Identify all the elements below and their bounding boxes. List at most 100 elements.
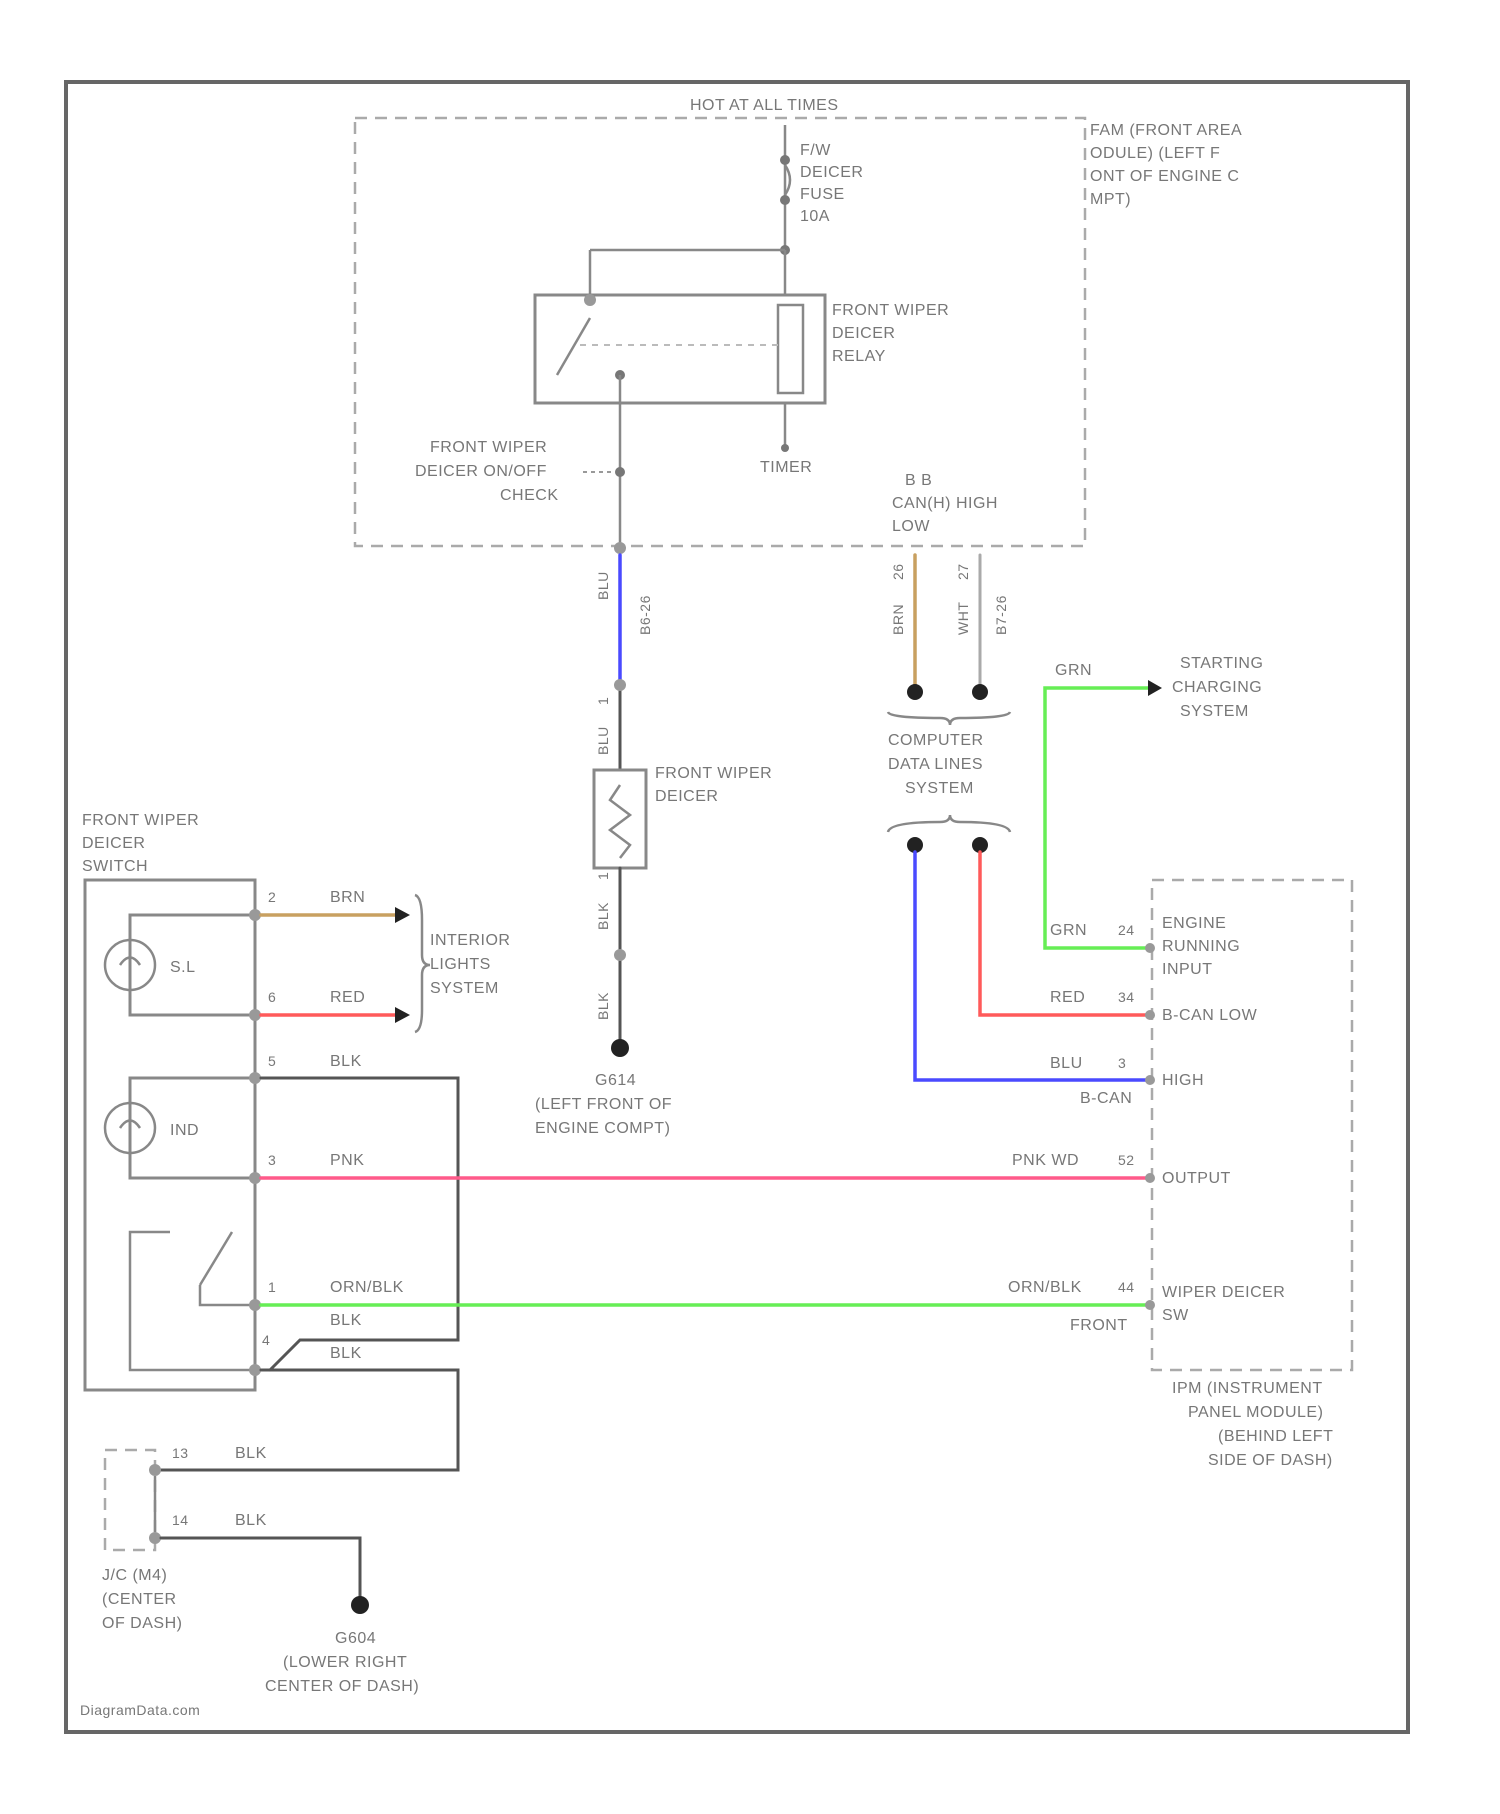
ipm-pin-3 xyxy=(1145,1075,1155,1085)
label-blk-a: BLK xyxy=(330,1053,362,1070)
arrow-brn xyxy=(395,907,410,923)
label-pin-r3: 3 xyxy=(1118,1055,1126,1071)
label-interior-1: INTERIOR xyxy=(430,932,510,949)
label-g-3: CENTER OF DASH) xyxy=(265,1678,419,1695)
label-fam-4: MPT) xyxy=(1090,191,1131,208)
cdl-top-node-2 xyxy=(972,684,988,700)
label-engine-1: ENGINE xyxy=(1162,915,1226,932)
label-onoff-3: CHECK xyxy=(500,487,559,504)
label-bcan: B-CAN xyxy=(1080,1090,1132,1107)
label-fam-1: FAM (FRONT AREA xyxy=(1090,122,1242,139)
label-ground-2: (LEFT FRONT OF xyxy=(535,1096,672,1113)
label-front: FRONT xyxy=(1070,1317,1128,1334)
relay-switch-arm xyxy=(557,318,590,375)
switch-arm xyxy=(200,1232,232,1285)
label-ground-3: ENGINE COMPT) xyxy=(535,1120,670,1137)
label-fuse-4: 10A xyxy=(800,208,830,225)
label-jc-pin14: 14 xyxy=(172,1512,189,1528)
label-wire-blu-top: BLU xyxy=(595,571,611,600)
label-can-1: CAN(H) HIGH xyxy=(892,495,998,512)
cdl-top-brace xyxy=(888,712,1010,725)
label-high: HIGH xyxy=(1162,1072,1204,1089)
deicer-element-box xyxy=(594,770,646,868)
jc-pin-14 xyxy=(149,1532,161,1544)
label-pin1: 1 xyxy=(268,1279,276,1295)
label-relay-1: FRONT WIPER xyxy=(832,302,949,319)
label-ipm-4: SIDE OF DASH) xyxy=(1208,1452,1333,1469)
label-red-l: RED xyxy=(330,989,365,1006)
label-blk-mid: BLK xyxy=(595,902,611,930)
label-grn-top: GRN xyxy=(1055,662,1092,679)
label-sl: S.L xyxy=(170,959,196,976)
deicer-connector xyxy=(614,949,626,961)
label-watermark: DiagramData.com xyxy=(80,1702,200,1718)
label-wire-wht-conn: B7-26 xyxy=(993,595,1009,635)
label-pin4: 4 xyxy=(262,1332,270,1348)
label-switch-1: FRONT WIPER xyxy=(82,812,199,829)
timer-node xyxy=(781,444,789,452)
label-can-pins: B B xyxy=(905,472,932,489)
fam-module-outline xyxy=(355,118,1085,546)
label-blk-low: BLK xyxy=(595,992,611,1020)
label-brn: BRN xyxy=(330,889,365,906)
switch-arm-base xyxy=(200,1285,255,1305)
label-blu-r: BLU xyxy=(1050,1055,1083,1072)
onoff-check-node xyxy=(615,467,625,477)
label-cdl-2: DATA LINES xyxy=(888,756,983,773)
label-switch-3: SWITCH xyxy=(82,858,148,875)
label-bcan-low: B-CAN LOW xyxy=(1162,1007,1258,1024)
label-deicer-1: FRONT WIPER xyxy=(655,765,772,782)
label-grn-r: GRN xyxy=(1050,922,1087,939)
diagram-frame xyxy=(66,82,1408,1732)
ground-g604 xyxy=(351,1596,369,1614)
label-starting-1: STARTING xyxy=(1180,655,1263,672)
label-fuse-1: F/W xyxy=(800,142,831,159)
label-ground-1: G614 xyxy=(595,1072,636,1089)
label-relay-2: DEICER xyxy=(832,325,895,342)
label-orn-r: ORN/BLK xyxy=(1008,1279,1082,1296)
ground-g614 xyxy=(611,1039,629,1057)
ipm-pin-24 xyxy=(1145,943,1155,953)
label-pin44: 44 xyxy=(1118,1279,1135,1295)
label-fuse-3: FUSE xyxy=(800,186,845,203)
label-g-1: G604 xyxy=(335,1630,376,1647)
relay-box xyxy=(535,295,825,403)
label-wire-wht-top: WHT xyxy=(955,602,971,635)
pin-2-node xyxy=(249,909,261,921)
label-pin2: 2 xyxy=(268,889,276,905)
label-onoff-1: FRONT WIPER xyxy=(430,439,547,456)
label-output: OUTPUT xyxy=(1162,1170,1231,1187)
pin-6-node xyxy=(249,1009,261,1021)
label-interior-3: SYSTEM xyxy=(430,980,499,997)
cdl-bottom-brace xyxy=(888,815,1010,832)
label-ind: IND xyxy=(170,1122,199,1139)
label-starting-3: SYSTEM xyxy=(1180,703,1249,720)
ipm-pin-44 xyxy=(1145,1300,1155,1310)
label-g-2: (LOWER RIGHT xyxy=(283,1654,407,1671)
label-fam-2: ODULE) (LEFT F xyxy=(1090,145,1220,162)
fuse-node-top xyxy=(780,155,790,165)
label-pin34: 34 xyxy=(1118,989,1135,1005)
wire-grn-engine xyxy=(1045,688,1148,948)
label-jc-pin13: 13 xyxy=(172,1445,189,1461)
label-blk-b: BLK xyxy=(330,1312,362,1329)
label-starting-2: CHARGING xyxy=(1172,679,1262,696)
wire-blk-g604 xyxy=(161,1538,360,1600)
label-pin3: 3 xyxy=(268,1152,276,1168)
label-wire-blu-top-conn: B6-26 xyxy=(637,595,653,635)
wire-blk-pin4 xyxy=(160,1370,458,1470)
fuse-node-bottom xyxy=(780,195,790,205)
relay-contact-top xyxy=(584,294,596,306)
arrow-starting xyxy=(1148,680,1162,696)
label-wiper-sw-2: SW xyxy=(1162,1307,1189,1324)
label-pnk-wd: PNK WD xyxy=(1012,1152,1079,1169)
label-jc-3: OF DASH) xyxy=(102,1615,182,1632)
label-ipm-2: PANEL MODULE) xyxy=(1188,1404,1323,1421)
label-timer: TIMER xyxy=(760,459,812,476)
label-wiper-sw-1: WIPER DEICER xyxy=(1162,1284,1285,1301)
label-pin24: 24 xyxy=(1118,922,1135,938)
label-fam-3: ONT OF ENGINE C xyxy=(1090,168,1239,185)
label-jc-2: (CENTER xyxy=(102,1591,177,1608)
label-cdl-3: SYSTEM xyxy=(905,780,974,797)
